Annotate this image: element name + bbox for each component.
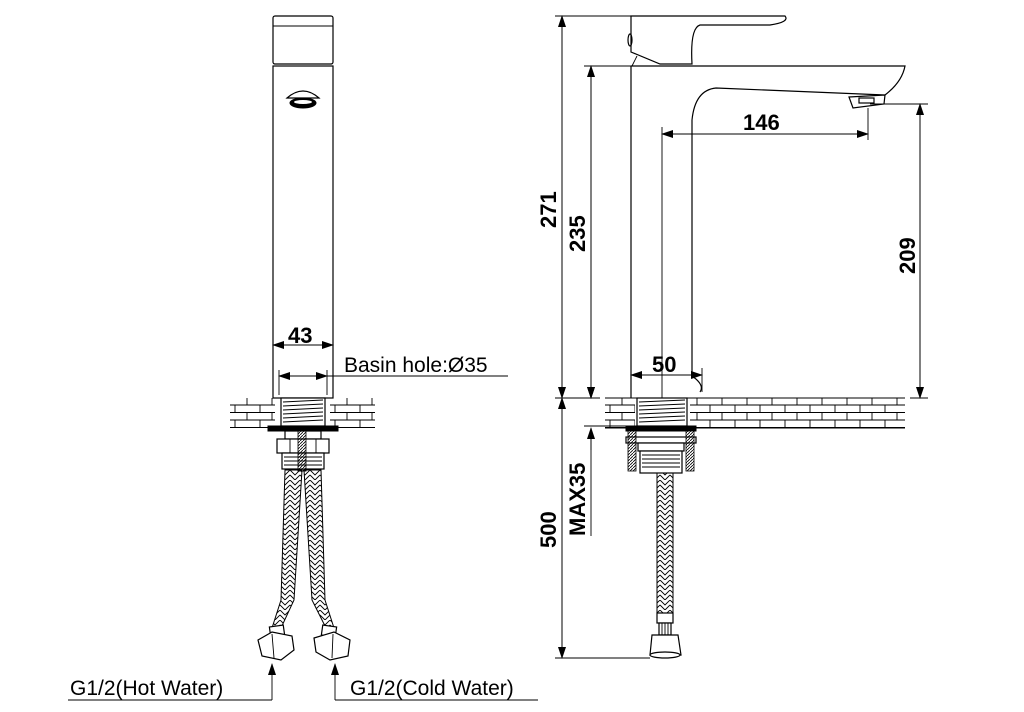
dim-body-width: 43 — [288, 323, 312, 348]
dimension-basin-hole: Basin hole:Ø35 — [278, 354, 508, 395]
dimension-209: 209 — [870, 103, 928, 399]
basin-deck-left — [230, 398, 275, 428]
front-view: 43 Basin hole:Ø35 — [68, 15, 538, 701]
basin-deck-side-right — [690, 398, 905, 428]
cold-water-label: G1/2(Cold Water) — [350, 677, 514, 700]
side-hose — [649, 472, 682, 659]
hot-water-label: G1/2(Hot Water) — [70, 677, 223, 700]
dimension-235: 235 — [565, 65, 631, 399]
basin-deck-right — [330, 398, 375, 428]
dim-spout-reach: 146 — [743, 110, 780, 135]
dimension-500: 500 — [536, 397, 650, 659]
dim-hose-length: 500 — [536, 511, 561, 548]
hot-water-hose — [257, 469, 303, 661]
dimension-43: 43 — [272, 323, 334, 349]
dimension-146: 146 — [661, 108, 869, 398]
threaded-shank-front — [267, 397, 339, 472]
basin-hole-label: Basin hole:Ø35 — [344, 354, 488, 377]
faucet-body-side — [627, 15, 906, 398]
dim-outlet-height: 209 — [895, 237, 920, 274]
dimension-271: 271 — [536, 15, 631, 399]
dim-base-offset: 50 — [652, 352, 676, 377]
threaded-shank-side — [625, 397, 697, 474]
cold-water-hose — [303, 469, 351, 661]
dim-spout-height: 235 — [565, 215, 590, 252]
cold-water-callout: G1/2(Cold Water) — [331, 663, 538, 701]
dim-max-deck-thickness: MAX35 — [565, 463, 590, 536]
dim-total-height: 271 — [536, 191, 561, 228]
basin-deck-side-left — [605, 398, 635, 428]
side-view: 271 235 146 209 50 — [536, 15, 928, 659]
dimension-max35: MAX35 — [565, 376, 626, 536]
dimension-50: 50 — [630, 352, 703, 392]
hot-water-callout: G1/2(Hot Water) — [68, 663, 276, 701]
